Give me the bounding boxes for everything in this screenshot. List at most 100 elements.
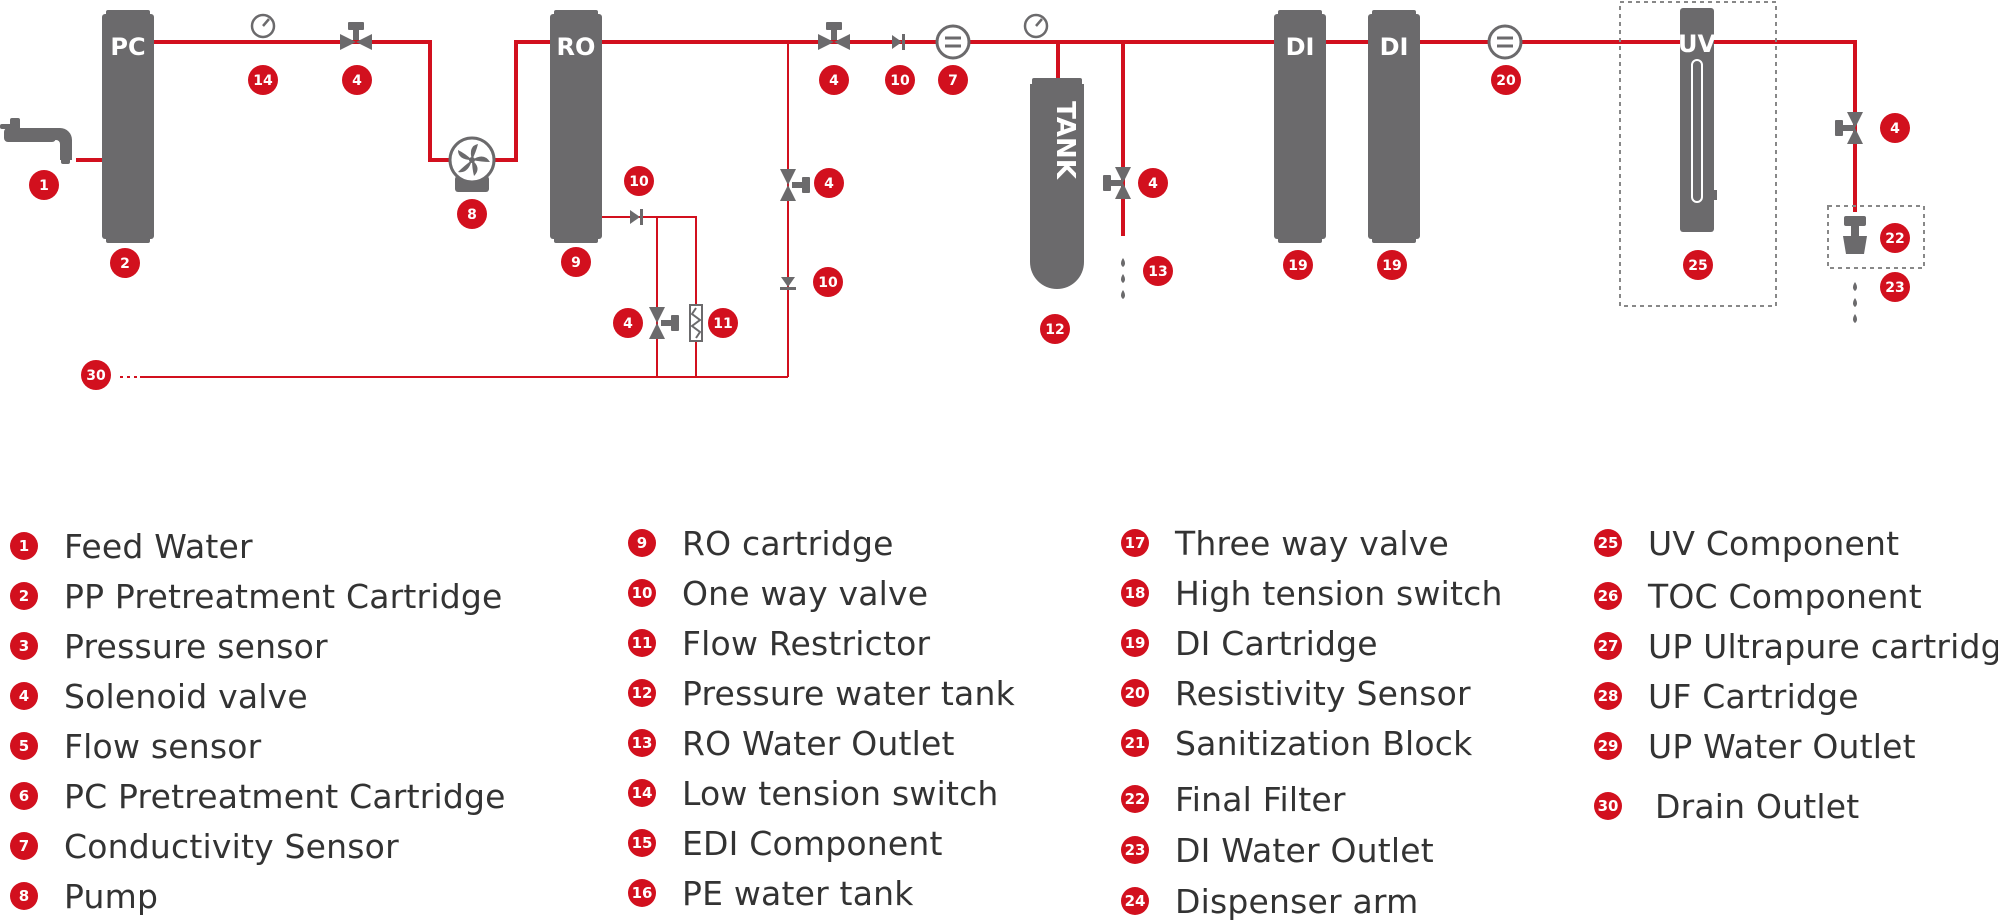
- legend-number: 12: [628, 679, 656, 707]
- legend-number: 5: [10, 732, 38, 760]
- svg-text:22: 22: [1885, 231, 1904, 247]
- ro-label: RO: [557, 33, 596, 61]
- solenoid-valve-icon: [818, 22, 850, 50]
- legend-label: EDI Component: [682, 823, 943, 863]
- badge-13: 13: [1143, 256, 1173, 286]
- legend-item: 6 PC Pretreatment Cartridge: [10, 776, 506, 816]
- legend-number: 4: [10, 682, 38, 710]
- legend-label: Sanitization Block: [1175, 723, 1473, 763]
- legend-number: 3: [10, 632, 38, 660]
- badge-7: 7: [938, 65, 968, 95]
- badge-4b: 4: [613, 308, 643, 338]
- badge-4a: 4: [342, 65, 372, 95]
- solenoid-valve-icon: [780, 169, 810, 201]
- svg-text:10: 10: [890, 73, 910, 89]
- flow-restrictor-icon: [689, 304, 703, 342]
- legend-label: Dispenser arm: [1175, 881, 1419, 921]
- svg-text:1: 1: [39, 178, 49, 194]
- legend-label: RO cartridge: [682, 523, 894, 563]
- one-way-valve-icon: [780, 277, 796, 290]
- badge-22: 22: [1880, 223, 1910, 253]
- badge-1: 1: [29, 170, 59, 200]
- legend-number: 9: [628, 529, 656, 557]
- legend-number: 7: [10, 832, 38, 860]
- pipe-network: [76, 40, 1857, 236]
- svg-text:4: 4: [623, 316, 633, 332]
- legend-number: 2: [10, 582, 38, 610]
- svg-text:20: 20: [1496, 73, 1516, 89]
- legend-label: Conductivity Sensor: [64, 826, 399, 866]
- water-system-diagram: PC RO TANK DI DI UV: [0, 1, 1925, 390]
- badge-8: 8: [457, 199, 487, 229]
- svg-text:4: 4: [829, 73, 839, 89]
- legend-label: TOC Component: [1648, 576, 1922, 616]
- legend-item: 3 Pressure sensor: [10, 626, 328, 666]
- legend-label: High tension switch: [1175, 573, 1503, 613]
- solenoid-valve-icon: [1835, 112, 1863, 144]
- badge-11: 11: [708, 308, 738, 338]
- legend-label: One way valve: [682, 573, 929, 613]
- svg-text:4: 4: [352, 73, 362, 89]
- legend-number: 30: [1594, 792, 1622, 820]
- tank-label: TANK: [1050, 101, 1080, 180]
- svg-text:14: 14: [253, 73, 273, 89]
- legend-number: 1: [10, 532, 38, 560]
- pressure-sensor-icon: [1023, 13, 1049, 39]
- svg-text:9: 9: [571, 255, 581, 271]
- svg-text:13: 13: [1148, 264, 1167, 280]
- badge-4c: 4: [819, 65, 849, 95]
- legend-number: 21: [1121, 729, 1149, 757]
- legend-number: 13: [628, 729, 656, 757]
- legend-item: 8 Pump: [10, 876, 159, 916]
- legend-label: UV Component: [1648, 523, 1900, 563]
- legend-number: 24: [1121, 887, 1149, 915]
- legend-label: Pressure water tank: [682, 673, 1015, 713]
- svg-text:10: 10: [629, 174, 649, 190]
- badge-19a: 19: [1283, 250, 1313, 280]
- legend-label: Feed Water: [64, 526, 253, 566]
- svg-text:19: 19: [1288, 258, 1307, 274]
- legend-label: UF Cartridge: [1648, 676, 1859, 716]
- pc-cartridge: PC: [102, 10, 154, 243]
- solenoid-valve-icon: [1103, 167, 1131, 199]
- svg-text:8: 8: [467, 207, 477, 223]
- badge-10b: 10: [885, 65, 915, 95]
- legend-number: 23: [1121, 836, 1149, 864]
- badge-19b: 19: [1377, 250, 1407, 280]
- badge-20: 20: [1491, 65, 1521, 95]
- badge-9: 9: [561, 247, 591, 277]
- legend-number: 18: [1121, 579, 1149, 607]
- legend-number: 14: [628, 779, 656, 807]
- badge-10c: 10: [813, 267, 843, 297]
- legend-label: PC Pretreatment Cartridge: [64, 776, 506, 816]
- badge-2: 2: [110, 248, 140, 278]
- badge-14: 14: [248, 65, 278, 95]
- legend-label: Pressure sensor: [64, 626, 328, 666]
- legend-number: 17: [1121, 529, 1149, 557]
- legend-label: Pump: [64, 876, 159, 916]
- drop-icon: [1853, 282, 1857, 323]
- badge-10a: 10: [624, 166, 654, 196]
- badge-4e: 4: [1138, 168, 1168, 198]
- one-way-valve-icon: [892, 34, 905, 50]
- legend-number: 8: [10, 882, 38, 910]
- svg-text:4: 4: [1890, 121, 1900, 137]
- legend-number: 6: [10, 782, 38, 810]
- legend-item: 1 Feed Water: [10, 526, 253, 566]
- pressure-tank: TANK: [1030, 78, 1084, 289]
- uv-label: UV: [1678, 30, 1716, 58]
- legend-number: 22: [1121, 785, 1149, 813]
- badge-12: 12: [1040, 314, 1070, 344]
